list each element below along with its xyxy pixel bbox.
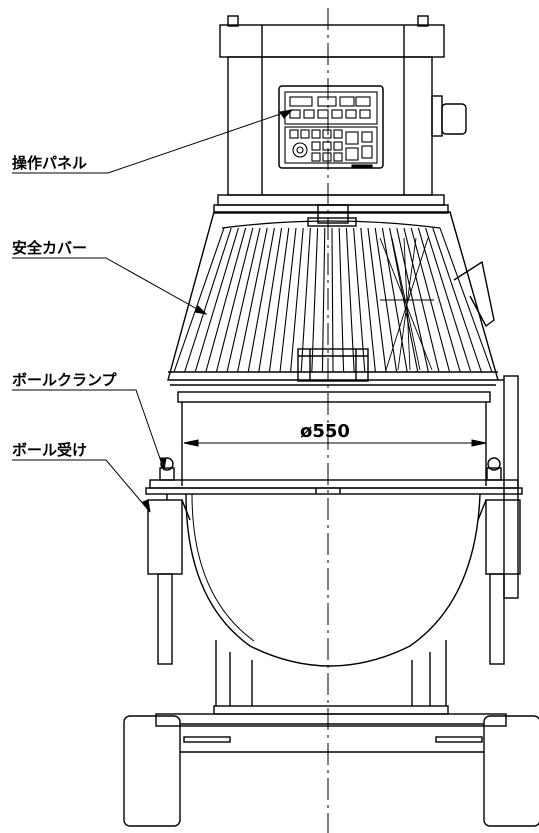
- bowl: [145, 391, 523, 667]
- cage-bar: [331, 227, 334, 373]
- cage-bar: [360, 227, 376, 373]
- cage-bar: [345, 227, 355, 373]
- cage-bar: [173, 227, 225, 373]
- cage-bar: [258, 227, 283, 373]
- bowl-diameter-label: ø550: [300, 421, 350, 442]
- cage-bar: [439, 227, 493, 373]
- cage-bar: [290, 227, 304, 373]
- leader-lines: [12, 109, 294, 513]
- safety-cover: [167, 211, 499, 386]
- cage-bar: [353, 227, 366, 373]
- column: [213, 640, 449, 715]
- motor-housing: [213, 15, 467, 227]
- control-panel: [278, 85, 384, 169]
- cage-bar: [279, 227, 297, 373]
- cage-bar: [300, 227, 311, 373]
- cage-bar: [226, 227, 261, 373]
- cage-bar: [237, 227, 268, 373]
- cage-bar: [321, 227, 326, 373]
- dimension-line: [183, 439, 487, 447]
- bowl-clamp-right: [486, 457, 502, 481]
- cage-bar: [247, 227, 275, 373]
- cage-bar: [215, 227, 254, 373]
- cage-bar: [184, 227, 232, 373]
- bowl-clamp-left: [159, 457, 175, 500]
- bowl-holder-left: [147, 499, 191, 665]
- safety-cover-label: 安全カバー: [12, 239, 88, 257]
- base: [123, 713, 539, 827]
- cage-bar: [268, 227, 290, 373]
- bowl-holder-right: [477, 499, 521, 665]
- bowl-holder-label: ボール受け: [12, 441, 88, 459]
- cage-bar: [367, 227, 387, 373]
- control-panel-label: 操作パネル: [12, 154, 88, 172]
- cage-bar: [311, 227, 319, 373]
- cage-bar: [417, 227, 461, 373]
- bowl-clamp-label: ボールクランプ: [12, 371, 117, 389]
- cage-bar: [205, 227, 247, 373]
- cage-bar: [338, 227, 345, 373]
- cage-bar: [432, 227, 482, 373]
- cage-bar: [425, 227, 472, 373]
- cage-bar: [194, 227, 239, 373]
